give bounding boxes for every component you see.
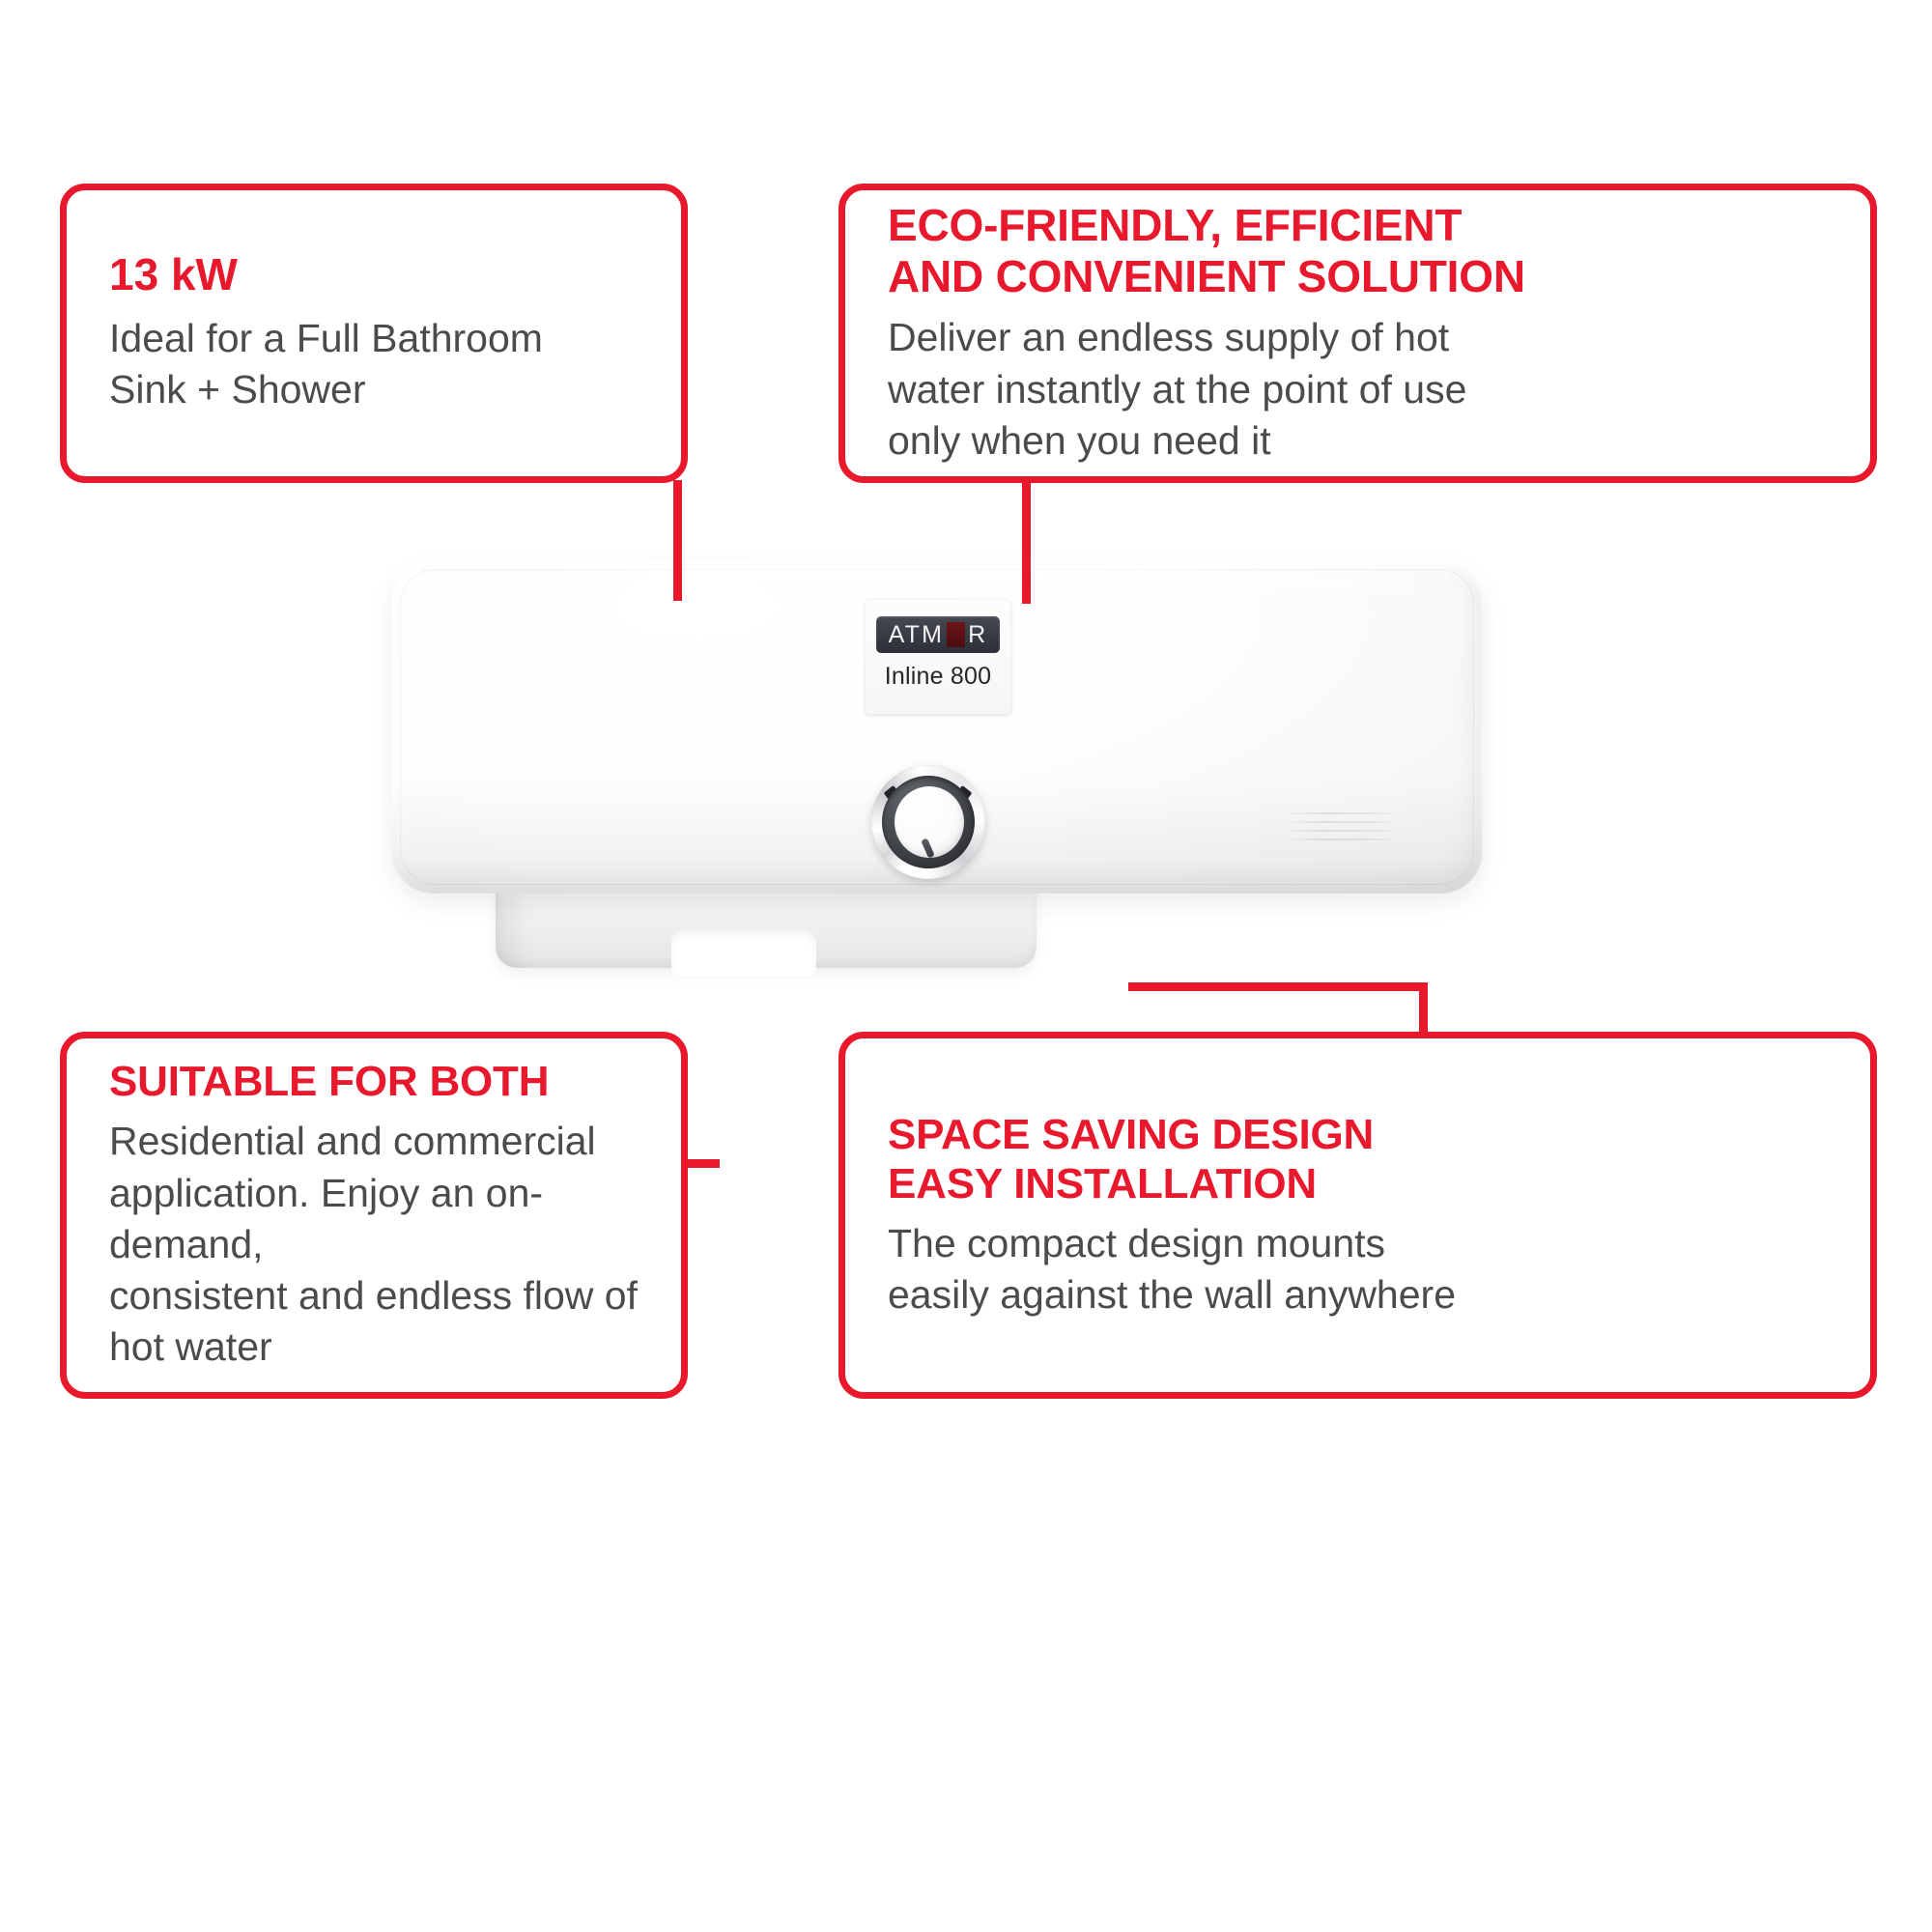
connector-line-right-horizontal <box>1128 982 1428 991</box>
product-base-mount <box>496 879 1037 976</box>
base-left-shadow <box>496 879 530 968</box>
base-notch <box>671 929 816 976</box>
callout-power-rating: 13 kW Ideal for a Full Bathroom Sink + S… <box>60 184 688 483</box>
callout-tl-title: 13 kW <box>109 249 238 300</box>
product-image-tankless-water-heater: ATM R Inline 800 <box>391 560 1483 976</box>
product-top-highlight <box>449 568 1425 601</box>
brand-o-square-icon <box>947 622 966 647</box>
product-model-label: Inline 800 <box>884 663 992 690</box>
callout-tr-body: Deliver an endless supply of hot water i… <box>888 315 1467 463</box>
callout-br-title: SPACE SAVING DESIGN EASY INSTALLATION <box>888 1110 1375 1208</box>
brand-text-before-o: ATM <box>888 620 945 648</box>
connector-line-top-right-vertical <box>1022 380 1031 604</box>
callout-tl-body: Ideal for a Full Bathroom Sink + Shower <box>109 316 543 412</box>
callout-bl-body: Residential and commercial application. … <box>109 1119 638 1370</box>
connector-line-right-vertical <box>1419 982 1428 1042</box>
atmor-logo-badge: ATM R <box>876 616 1000 653</box>
brand-wordmark: ATM R <box>889 622 988 647</box>
callout-br-body: The compact design mounts easily against… <box>888 1220 1456 1318</box>
temperature-control-knob[interactable] <box>871 765 985 879</box>
vent-slot <box>1284 812 1398 814</box>
callout-suitable-for-both: SUITABLE FOR BOTH Residential and commer… <box>60 1032 688 1399</box>
vent-slot <box>1284 838 1398 840</box>
callout-bl-title: SUITABLE FOR BOTH <box>109 1058 550 1106</box>
connector-line-top-left-vertical <box>673 480 682 601</box>
product-body-shell: ATM R Inline 800 <box>391 560 1483 894</box>
callout-eco-friendly: ECO-FRIENDLY, EFFICIENT AND CONVENIENT S… <box>838 184 1877 483</box>
callout-tr-title: ECO-FRIENDLY, EFFICIENT AND CONVENIENT S… <box>888 199 1525 302</box>
brand-plate: ATM R Inline 800 <box>865 599 1011 715</box>
ventilation-slots-icon <box>1284 812 1398 851</box>
callout-space-saving: SPACE SAVING DESIGN EASY INSTALLATION Th… <box>838 1032 1877 1399</box>
brand-text-after-o: R <box>968 620 988 648</box>
vent-slot <box>1284 830 1398 832</box>
vent-slot <box>1284 821 1398 823</box>
